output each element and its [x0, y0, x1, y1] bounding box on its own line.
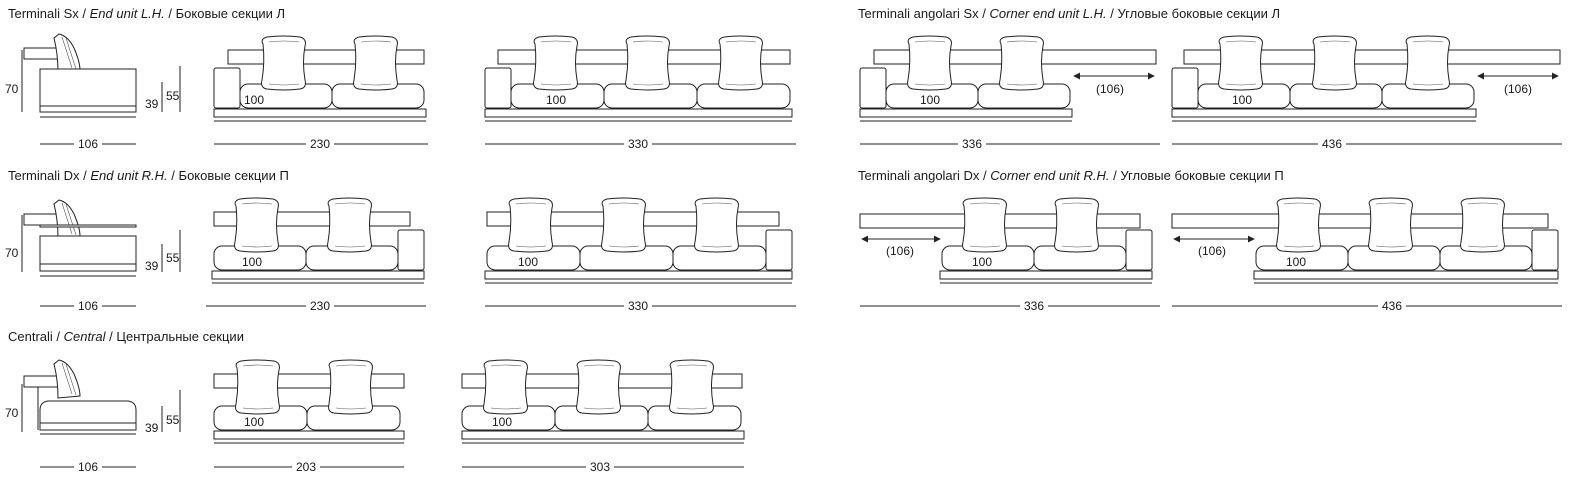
dim-width-336: 336 — [962, 137, 982, 151]
heading-sep: / — [979, 168, 991, 183]
heading-ru: Угловые боковые секции Л — [1117, 6, 1280, 21]
dim-seat-height: 39 — [145, 421, 159, 435]
heading-sep: / — [1109, 168, 1121, 183]
heading-sep: / — [167, 168, 179, 183]
seat-width-label: 100 — [1286, 255, 1306, 269]
heading-it: Centrali — [8, 329, 53, 344]
dim-width-436: 436 — [1322, 137, 1342, 151]
dim-depth: 106 — [78, 137, 98, 151]
dim-width-303: 303 — [590, 460, 610, 474]
side-view-central — [23, 359, 137, 435]
dim-depth: 106 — [78, 460, 98, 474]
sofa-230-right — [211, 197, 425, 284]
heading-corner-unit-right: Terminali angolari Dx / Corner end unit … — [858, 168, 1284, 184]
sofa-230-left — [213, 35, 427, 122]
seat-width-label: 100 — [492, 415, 512, 429]
heading-sep: / — [164, 6, 176, 21]
dim-seat-height: 39 — [145, 97, 159, 111]
sofa-corner-436-left — [1171, 35, 1561, 122]
seat-width-label: 100 — [242, 255, 262, 269]
sofa-330-left — [484, 35, 793, 122]
dim-width-330: 330 — [628, 299, 648, 313]
heading-en: Central — [63, 329, 106, 344]
sofa-corner-336-left — [859, 35, 1157, 122]
sofa-330-right — [484, 197, 793, 284]
side-view-end-left — [23, 33, 137, 118]
dim-width-336: 336 — [1024, 299, 1044, 313]
heading-it: Terminali Dx — [8, 168, 80, 183]
sofa-corner-336-right — [859, 197, 1153, 284]
dim-arm-height: 55 — [166, 89, 180, 103]
heading-en: Corner end unit R.H. — [990, 168, 1110, 183]
heading-en: Corner end unit L.H. — [989, 6, 1107, 21]
sofa-303-central — [461, 359, 745, 444]
extension-label: (106) — [1198, 244, 1226, 258]
heading-corner-unit-left: Terminali angolari Sx / Corner end unit … — [858, 6, 1280, 22]
heading-sep: / — [52, 329, 64, 344]
dim-height: 70 — [5, 246, 19, 260]
dim-width-330: 330 — [628, 137, 648, 151]
heading-sep: / — [78, 6, 90, 21]
extension-label: (106) — [1096, 82, 1124, 96]
extension-label: (106) — [1504, 82, 1532, 96]
heading-en: End unit L.H. — [89, 6, 165, 21]
seat-width-label: 100 — [972, 255, 992, 269]
seat-width-label: 100 — [518, 255, 538, 269]
heading-sep: / — [105, 329, 117, 344]
heading-it: Terminali angolari Dx — [858, 168, 980, 183]
heading-end-unit-left: Terminali Sx / End unit L.H. / Боковые с… — [8, 6, 285, 22]
seat-width-label: 100 — [920, 93, 940, 107]
heading-ru: Угловые боковые секции П — [1120, 168, 1284, 183]
sofa-203-central — [213, 359, 405, 444]
sofa-corner-436-right — [1171, 197, 1559, 284]
heading-sep: / — [79, 168, 91, 183]
dim-height: 70 — [5, 82, 19, 96]
seat-width-label: 100 — [1232, 93, 1252, 107]
dim-width-230: 230 — [310, 137, 330, 151]
dim-depth: 106 — [78, 299, 98, 313]
heading-sep: / — [1106, 6, 1118, 21]
heading-it: Terminali Sx — [8, 6, 79, 21]
dim-arm-height: 55 — [166, 251, 180, 265]
extension-label: (106) — [886, 244, 914, 258]
heading-ru: Боковые секции П — [178, 168, 289, 183]
dim-width-203: 203 — [296, 460, 316, 474]
seat-width-label: 100 — [546, 93, 566, 107]
heading-ru: Боковые секции Л — [175, 6, 286, 21]
dim-width-230: 230 — [310, 299, 330, 313]
heading-end-unit-right: Terminali Dx / End unit R.H. / Боковые с… — [8, 168, 289, 184]
dim-arm-height: 55 — [166, 413, 180, 427]
side-view-end-right — [23, 199, 137, 277]
dim-width-436: 436 — [1382, 299, 1402, 313]
heading-central: Centrali / Central / Центральные секции — [8, 329, 244, 345]
heading-it: Terminali angolari Sx — [858, 6, 979, 21]
heading-en: End unit R.H. — [90, 168, 168, 183]
heading-sep: / — [978, 6, 990, 21]
dim-seat-height: 39 — [145, 259, 159, 273]
seat-width-label: 100 — [244, 415, 264, 429]
seat-width-label: 100 — [244, 93, 264, 107]
dim-height: 70 — [5, 406, 19, 420]
heading-ru: Центральные секции — [116, 329, 244, 344]
